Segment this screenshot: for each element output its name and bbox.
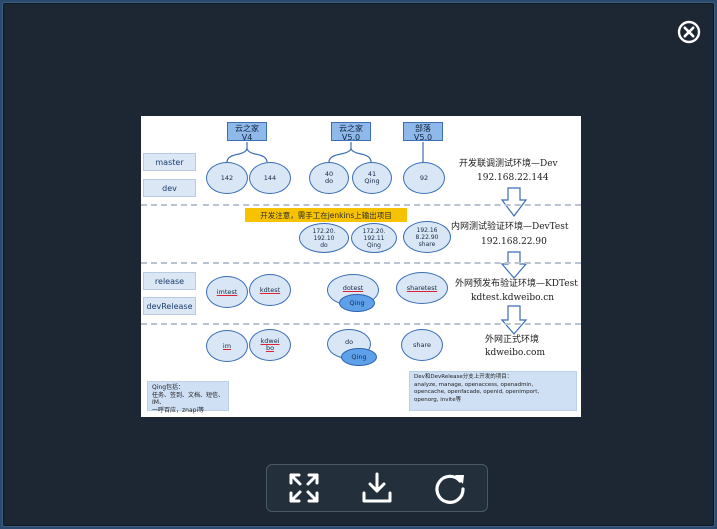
node-172-20-192-10: 172.20. 192.10 do bbox=[299, 223, 349, 253]
node-label: 92 bbox=[419, 173, 429, 182]
env-dev-address: 192.168.22.144 bbox=[477, 173, 549, 183]
node-label: 172.20. 192.10 do bbox=[312, 227, 336, 249]
node-im: im bbox=[206, 330, 248, 362]
node-qing-sub: Qing bbox=[339, 294, 375, 312]
node-label: 144 bbox=[263, 173, 277, 182]
separator bbox=[141, 262, 197, 264]
separator bbox=[203, 204, 581, 206]
env-kdtest-name: 外网预发布验证环境—KDTest bbox=[455, 279, 578, 289]
close-button[interactable] bbox=[677, 20, 701, 44]
top-box-version: V4 bbox=[241, 133, 253, 142]
node-label: Qing bbox=[351, 352, 367, 361]
node-label: dotest bbox=[342, 284, 364, 292]
node-192-168-22-90: 192.16 8.22.90 share bbox=[403, 221, 451, 253]
env-kdtest-address: kdtest.kdweibo.cn bbox=[471, 293, 555, 303]
top-box-yzj-v5: 云之家 V5.0 bbox=[331, 122, 371, 142]
env-prod-address: kdweibo.com bbox=[485, 348, 545, 358]
node-share: share bbox=[401, 329, 443, 361]
jenkins-note: 开发注意，需手工在jenkins上输出项目 bbox=[245, 208, 407, 222]
node-label: share bbox=[412, 340, 432, 349]
node-kdweibo: kdwei bo bbox=[249, 329, 291, 361]
node-172-20-192-11: 172.20. 192.11 Qing bbox=[351, 223, 397, 253]
branch-label-release: release bbox=[143, 272, 196, 290]
env-devtest-address: 192.168.22.90 bbox=[481, 237, 547, 247]
node-40-do: 40 do bbox=[309, 162, 349, 194]
node-label: Qing bbox=[349, 298, 365, 307]
fullscreen-button[interactable] bbox=[286, 470, 322, 506]
node-41-qing: 41 Qing bbox=[352, 162, 392, 194]
separator bbox=[141, 204, 197, 206]
node-144: 144 bbox=[249, 162, 291, 194]
download-button[interactable] bbox=[359, 470, 395, 506]
node-label: 192.16 8.22.90 share bbox=[415, 226, 439, 248]
env-devtest-name: 内网测试验证环境—DevTest bbox=[451, 222, 569, 232]
node-label: 41 Qing bbox=[364, 170, 380, 185]
node-label: 172.20. 192.11 Qing bbox=[362, 227, 386, 249]
node-sharetest: sharetest bbox=[396, 272, 448, 304]
fullscreen-icon bbox=[289, 473, 319, 503]
separator bbox=[203, 323, 581, 325]
viewer-toolbar bbox=[266, 464, 488, 512]
qing-info-box: Qing包括： 任务、签到、文档、短信、IM、 一呼百应，znapi等 bbox=[147, 381, 229, 414]
env-dev-name: 开发联调测试环境—Dev bbox=[459, 159, 558, 169]
top-box-title: 云之家 bbox=[339, 124, 363, 133]
top-box-yzj-v4: 云之家 V4 bbox=[227, 122, 267, 142]
node-imtest: imtest bbox=[206, 276, 248, 308]
branch-label-devrelease: devRelease bbox=[143, 297, 196, 315]
branch-label-master: master bbox=[143, 153, 196, 171]
node-92: 92 bbox=[403, 162, 445, 194]
top-box-buluo-v5: 部落 V5.0 bbox=[403, 122, 443, 142]
node-label: kdwei bo bbox=[260, 337, 280, 352]
download-icon bbox=[362, 472, 392, 503]
node-label: 40 do bbox=[324, 170, 334, 185]
close-circle-icon bbox=[677, 20, 701, 44]
env-prod-name: 外网正式环境 bbox=[485, 335, 540, 345]
branch-label-dev: dev bbox=[143, 179, 196, 197]
node-label: kdtest bbox=[259, 285, 281, 294]
node-label: do bbox=[344, 338, 354, 346]
node-142: 142 bbox=[206, 162, 248, 194]
node-label: 142 bbox=[220, 173, 234, 182]
top-box-version: V5.0 bbox=[341, 133, 361, 142]
image-content: 云之家 V4 云之家 V5.0 部落 V5.0 bbox=[141, 116, 581, 417]
rotate-button[interactable] bbox=[432, 470, 468, 506]
node-label: sharetest bbox=[406, 283, 438, 292]
top-box-title: 部落 bbox=[415, 124, 431, 133]
node-label: imtest bbox=[216, 287, 238, 296]
node-qing-sub: Qing bbox=[341, 348, 377, 366]
connector-lines bbox=[226, 142, 528, 335]
node-label: im bbox=[222, 341, 232, 350]
node-kdtest: kdtest bbox=[249, 274, 291, 306]
projects-info-box: Dev和DevRelease分支上开发的项目： analyze, manage,… bbox=[409, 371, 577, 411]
top-box-title: 云之家 bbox=[235, 124, 259, 133]
rotate-icon bbox=[435, 474, 465, 504]
separator bbox=[203, 262, 581, 264]
top-box-version: V5.0 bbox=[413, 133, 433, 142]
separator bbox=[141, 323, 197, 325]
